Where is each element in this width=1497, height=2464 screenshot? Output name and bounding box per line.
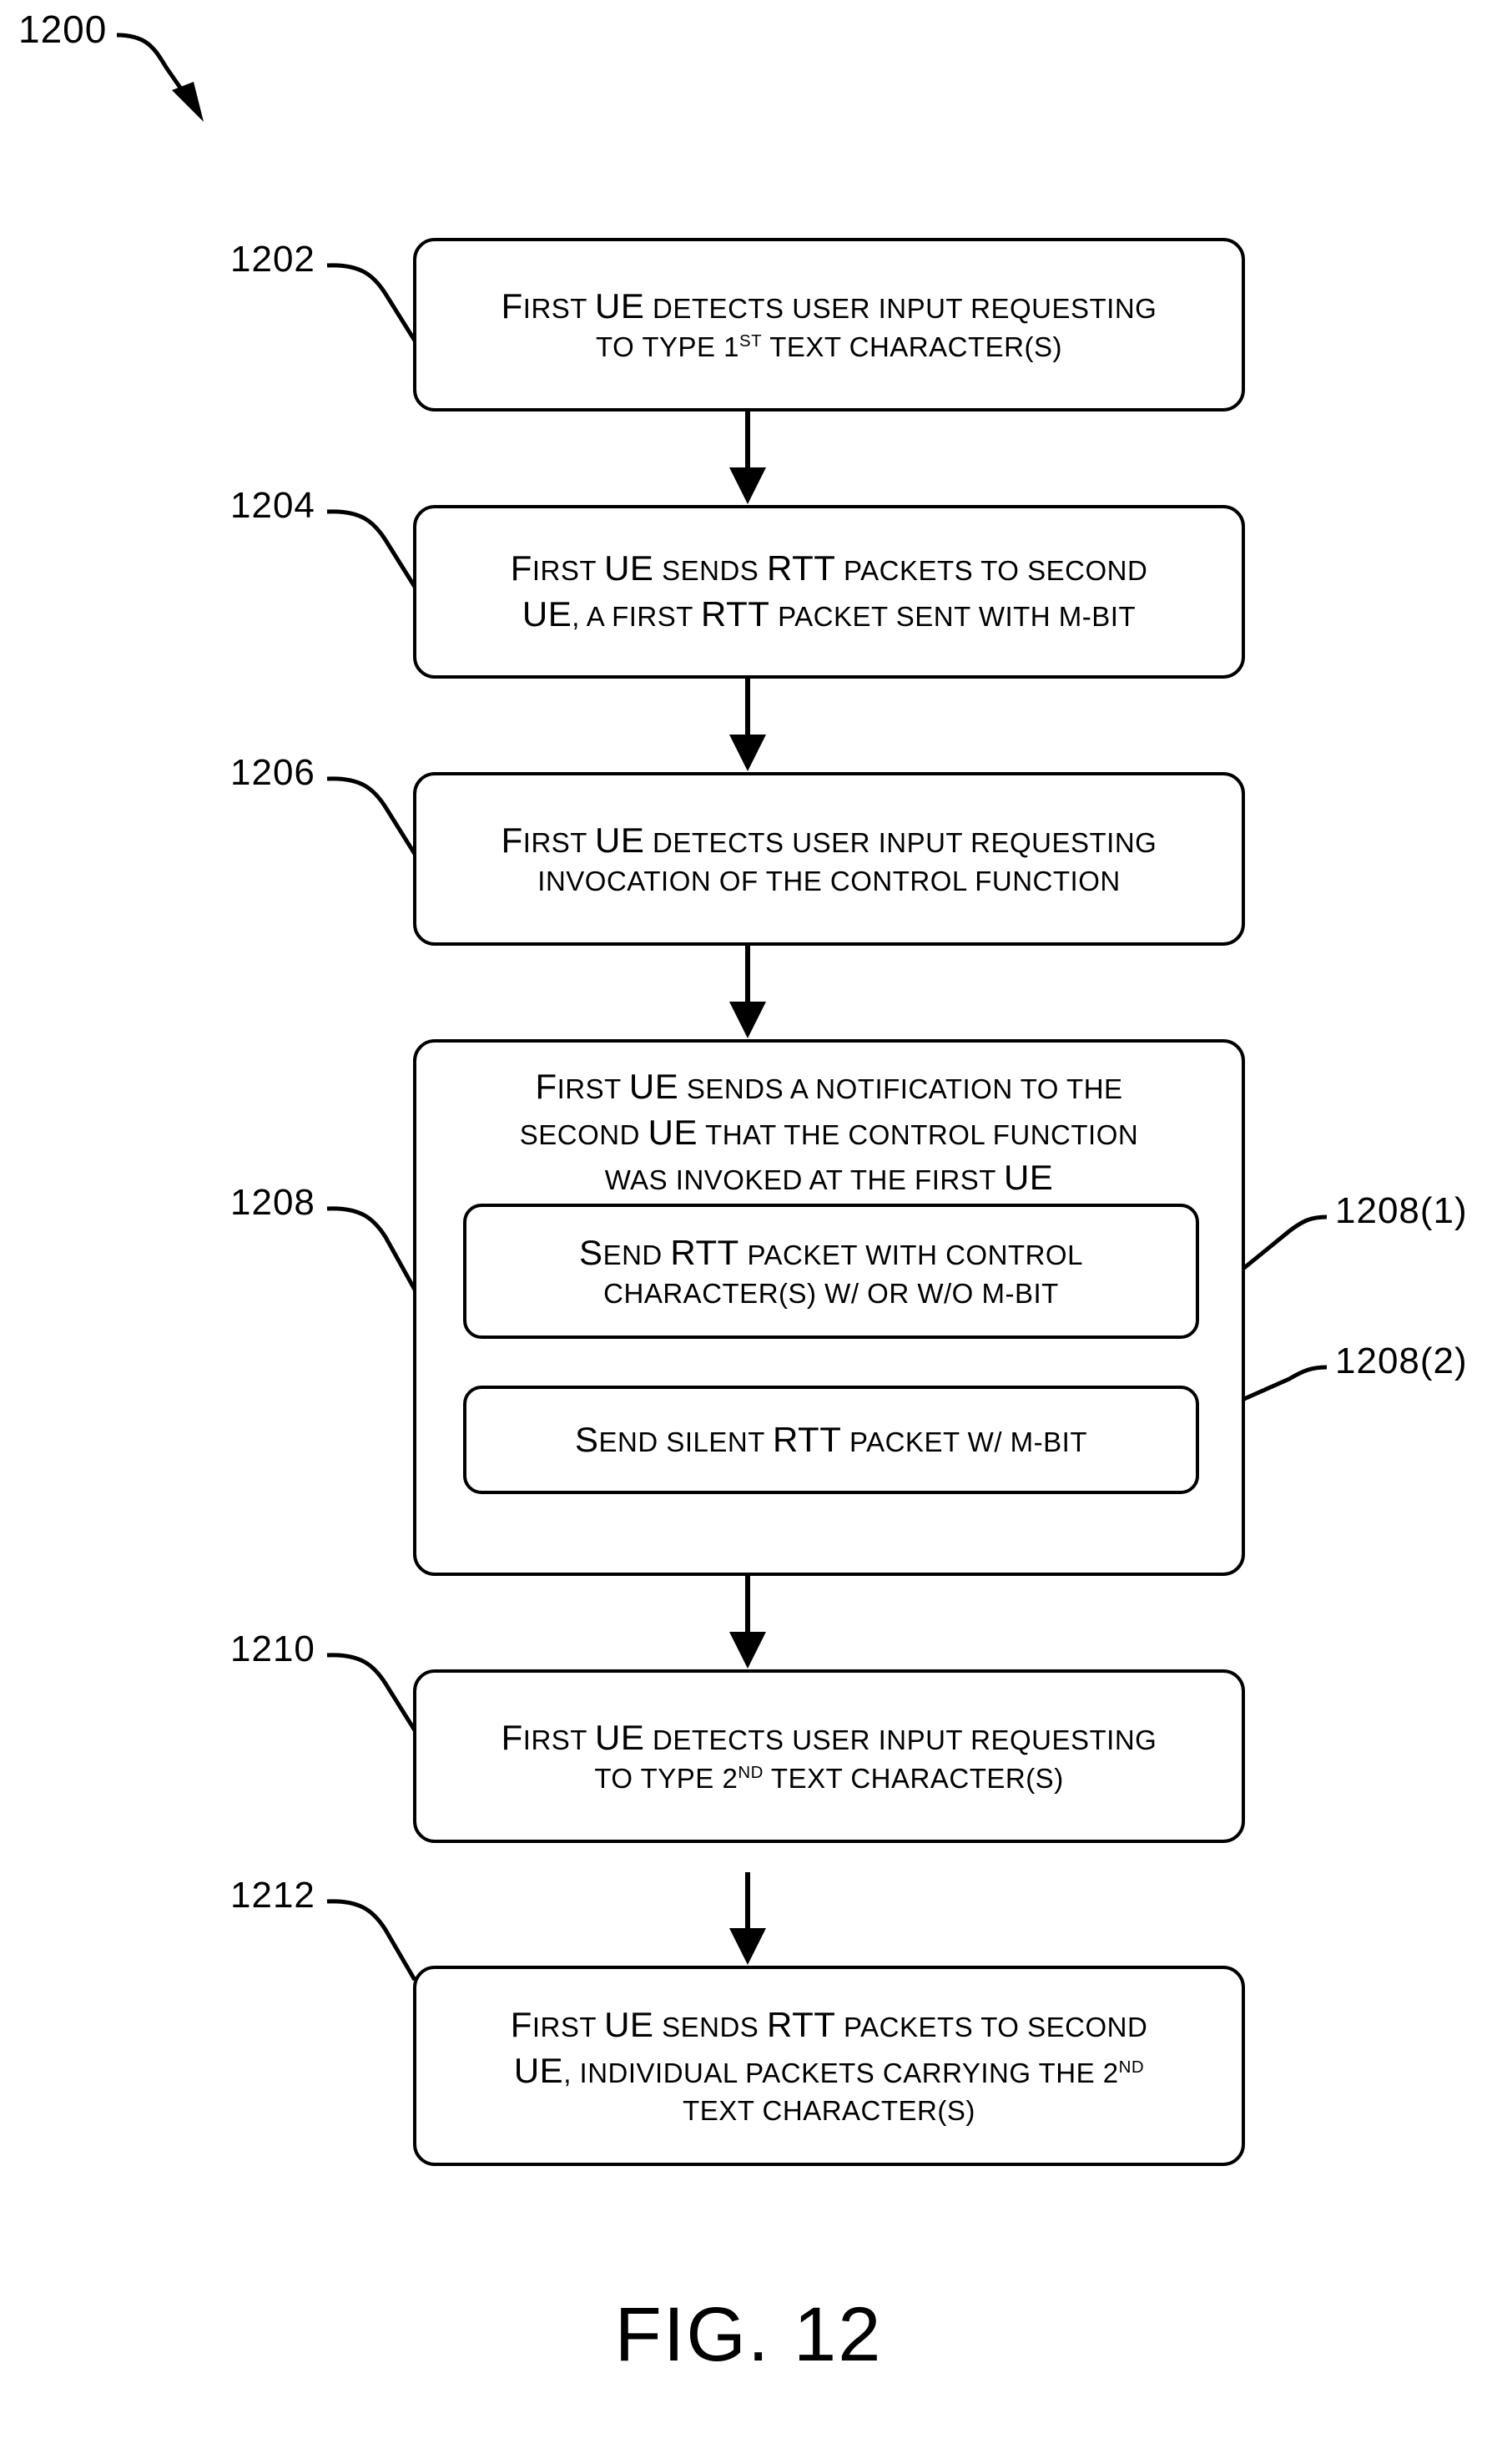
ref-label-1204: 1204	[230, 485, 315, 526]
step-1212-line-2: UE, INDIVIDUAL PACKETS CARRYING THE 2ND	[513, 2050, 1145, 2090]
substep-1208-2-line-1: SEND SILENT RTT PACKET W/ M-BIT	[575, 1419, 1087, 1459]
step-1208-line-1: FIRST UE SENDS A NOTIFICATION TO THE	[535, 1067, 1123, 1106]
substep-box-1208-1: SEND RTT PACKET WITH CONTROL CHARACTER(S…	[463, 1204, 1199, 1339]
step-1210-line-2: TO TYPE 2ND TEXT CHARACTER(S)	[594, 1762, 1064, 1794]
step-box-1206: FIRST UE DETECTS USER INPUT REQUESTING I…	[413, 772, 1245, 946]
substep-1208-1-line-2: CHARACTER(S) W/ OR W/O M-BIT	[603, 1277, 1059, 1309]
step-1212-line-1: FIRST UE SENDS RTT PACKETS TO SECOND	[510, 2004, 1148, 2044]
step-1208-line-3: WAS INVOKED AT THE FIRST UE	[604, 1158, 1054, 1198]
ref-label-1202: 1202	[230, 239, 315, 280]
step-1208-line-2: SECOND UE THAT THE CONTROL FUNCTION	[519, 1112, 1139, 1152]
step-1212-line-3: TEXT CHARACTER(S)	[683, 2095, 975, 2127]
step-box-1204: FIRST UE SENDS RTT PACKETS TO SECOND UE,…	[413, 505, 1245, 679]
step-1202-line-1: FIRST UE DETECTS USER INPUT REQUESTING	[501, 286, 1157, 326]
ref-label-1206: 1206	[230, 752, 315, 793]
step-1206-line-1: FIRST UE DETECTS USER INPUT REQUESTING	[501, 820, 1157, 861]
ref-label-1208-2: 1208(2)	[1335, 1341, 1468, 1381]
ref-label-1210: 1210	[230, 1628, 315, 1669]
figure-caption: FIG. 12	[614, 2292, 883, 2377]
step-box-1202: FIRST UE DETECTS USER INPUT REQUESTING T…	[413, 238, 1245, 412]
step-box-1212: FIRST UE SENDS RTT PACKETS TO SECOND UE,…	[413, 1966, 1245, 2166]
step-1204-line-2: UE, A FIRST RTT PACKET SENT WITH M-BIT	[522, 594, 1137, 634]
step-1210-line-1: FIRST UE DETECTS USER INPUT REQUESTING	[501, 1718, 1157, 1758]
ref-label-1212: 1212	[230, 1875, 315, 1916]
step-box-1210: FIRST UE DETECTS USER INPUT REQUESTING T…	[413, 1669, 1245, 1843]
substep-box-1208-2: SEND SILENT RTT PACKET W/ M-BIT	[463, 1386, 1199, 1494]
step-1202-line-2: TO TYPE 1ST TEXT CHARACTER(S)	[596, 331, 1062, 362]
step-1206-line-2: INVOCATION OF THE CONTROL FUNCTION	[537, 865, 1121, 896]
ref-label-1208: 1208	[230, 1182, 315, 1223]
step-1204-line-1: FIRST UE SENDS RTT PACKETS TO SECOND	[510, 548, 1148, 588]
figure-number-1200: 1200	[18, 8, 108, 51]
ref-label-1208-1: 1208(1)	[1335, 1190, 1468, 1231]
substep-1208-1-line-1: SEND RTT PACKET WITH CONTROL	[579, 1233, 1083, 1273]
